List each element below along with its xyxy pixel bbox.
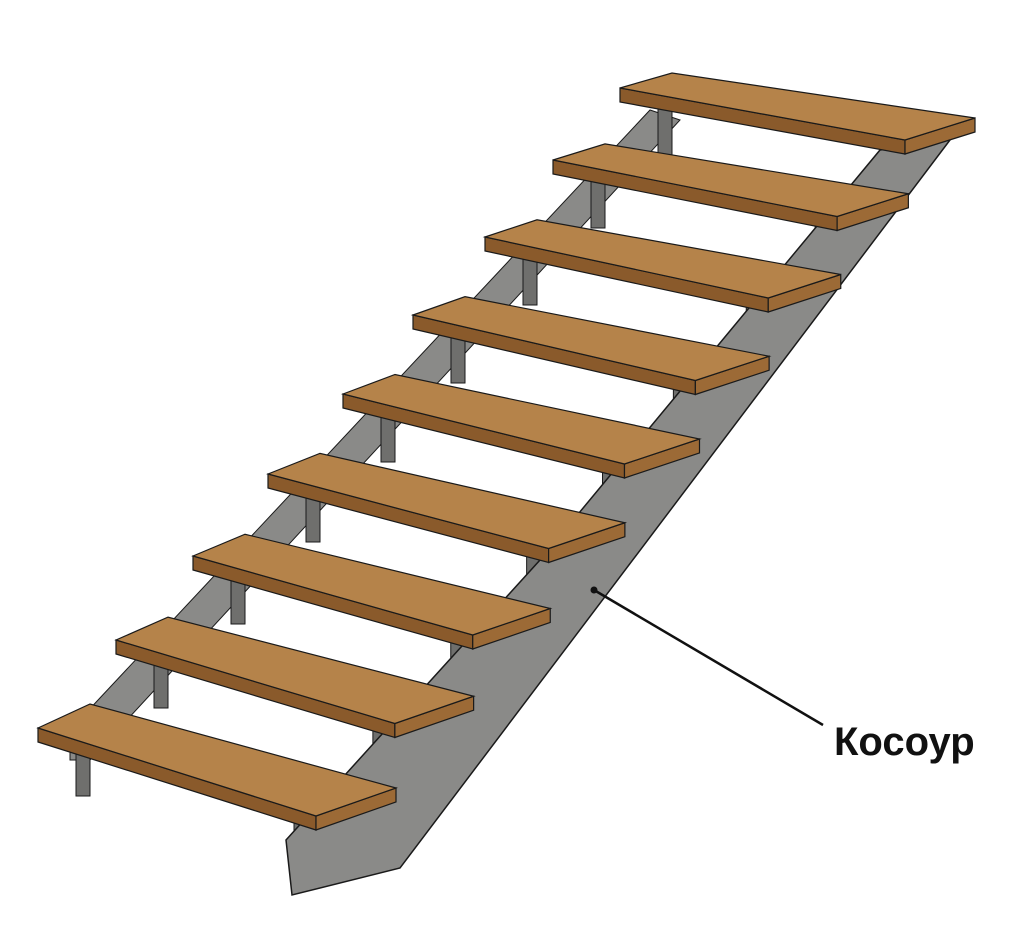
callout-leader-line (593, 588, 824, 727)
treads (36, 72, 976, 831)
callout-dot (590, 586, 598, 594)
tread-top (619, 72, 976, 141)
tread-top (266, 452, 628, 550)
tread-top (340, 373, 702, 465)
kosour-label: Косоур (834, 720, 975, 764)
tread-top (410, 296, 772, 382)
tread-top (114, 616, 476, 725)
tread-top (482, 219, 841, 299)
tread-top (552, 143, 909, 218)
tread-top (36, 703, 399, 817)
tread-top (191, 533, 553, 636)
